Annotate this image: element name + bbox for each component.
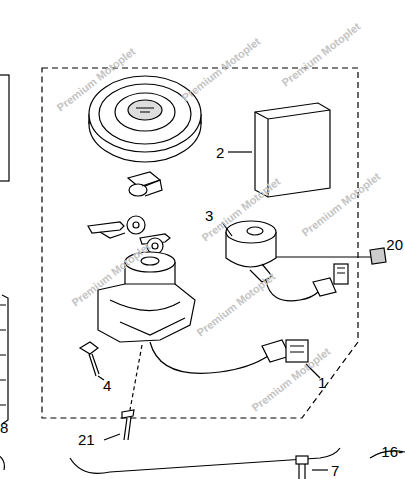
watermark: Premium Motoplet <box>195 271 277 339</box>
callout-number: 1 <box>318 375 326 390</box>
callout-number: 2 <box>216 145 224 160</box>
watermark: Premium Motoplet <box>180 36 262 104</box>
callout-number: 16- <box>381 444 403 459</box>
callout-number: 8 <box>0 420 8 435</box>
callout-number: 3 <box>205 208 213 223</box>
callout-number: 21 <box>78 432 95 447</box>
callout-number: 20 <box>386 237 403 252</box>
callout-number: 4 <box>103 378 111 393</box>
callout-number: 7 <box>331 463 339 478</box>
watermark: Premium Motoplet <box>280 21 362 89</box>
